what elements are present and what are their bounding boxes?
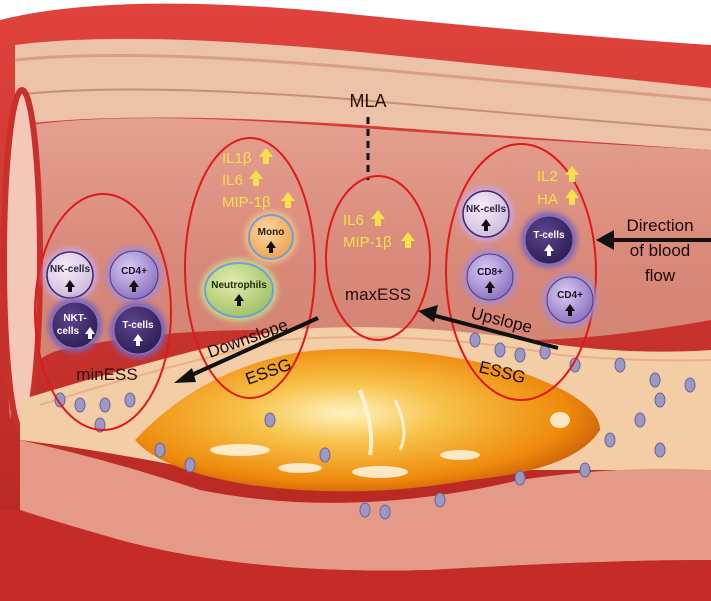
- cytokine-label: HA: [537, 191, 558, 208]
- cell-label: Mono: [258, 227, 285, 238]
- up-arrow-icon: [544, 244, 554, 256]
- cell-tcells-min: T-cells: [110, 302, 166, 358]
- cytokine-label: IL6: [343, 212, 364, 229]
- cytokine-label: IL1β: [222, 150, 252, 167]
- up-arrow-icon: [565, 166, 579, 182]
- cell-neutrophils: Neutrophils: [201, 259, 277, 321]
- max-ess-label: maxESS: [345, 285, 411, 304]
- cell-nk-up: NK-cells: [459, 187, 513, 241]
- cell-cd8-up: CD8+: [463, 250, 517, 304]
- cell-mono: Mono: [245, 211, 297, 263]
- mla-label: MLA: [349, 91, 386, 111]
- cell-nkt-min: NKT- cells: [48, 298, 102, 352]
- downslope-cytokines: IL1β IL6 MIP-1β: [222, 148, 295, 211]
- cell-label: CD4+: [557, 290, 583, 301]
- vessel-lumen: [7, 118, 711, 420]
- up-arrow-icon: [281, 192, 295, 208]
- up-arrow-icon: [266, 241, 276, 253]
- cytokine-label: MIP-1β: [222, 194, 271, 211]
- cell-label: T-cells: [533, 230, 565, 241]
- min-ess-ellipse: [34, 193, 172, 431]
- left-arrow-icon: [418, 305, 438, 322]
- cell-label: CD4+: [121, 266, 147, 277]
- downslope-ellipse: [184, 137, 316, 399]
- cell-nk-min: NK-cells: [43, 248, 97, 302]
- cell-label: NKT-: [63, 313, 86, 324]
- up-arrow-icon: [234, 294, 244, 306]
- up-arrow-icon: [565, 189, 579, 205]
- up-arrow-icon: [485, 281, 495, 293]
- up-arrow-icon: [85, 327, 95, 339]
- cytokine-label: MIP-1β: [343, 234, 392, 251]
- up-arrow-icon: [481, 219, 491, 231]
- cell-label: T-cells: [122, 320, 154, 331]
- cell-label: NK-cells: [50, 264, 90, 275]
- maxess-cytokines: IL6 MIP-1β: [343, 210, 415, 251]
- vessel-upper-layer: [15, 38, 711, 151]
- min-ess-label: minESS: [76, 365, 137, 384]
- left-arrow-icon: [174, 368, 196, 383]
- max-ess-ellipse: [325, 175, 431, 341]
- up-arrow-icon: [65, 280, 75, 292]
- cytokine-label: IL2: [537, 168, 558, 185]
- up-arrow-icon: [565, 304, 575, 316]
- cytokine-label: IL6: [222, 172, 243, 189]
- downslope-arrow: [184, 316, 319, 380]
- cell-label: Neutrophils: [211, 280, 267, 291]
- cell-label: cells: [57, 326, 80, 337]
- vessel-opening: [1, 87, 43, 433]
- up-arrow-icon: [259, 148, 273, 164]
- cell-label: CD8+: [477, 267, 503, 278]
- up-arrow-icon: [401, 232, 415, 248]
- upslope-arrow: [431, 313, 559, 350]
- upslope-cytokines: IL2 HA: [537, 166, 579, 208]
- cell-cd4-min: CD4+: [106, 247, 162, 303]
- up-arrow-icon: [133, 334, 143, 346]
- upslope-ellipse: [445, 143, 597, 401]
- plaque-crystals: [210, 389, 570, 478]
- flow-label-line-1: Direction: [626, 216, 693, 235]
- up-arrow-icon: [249, 170, 263, 186]
- foam-cells: [54, 332, 696, 520]
- cell-tcells-up: T-cells: [521, 212, 577, 268]
- up-arrow-icon: [371, 210, 385, 226]
- flow-label-line-3: flow: [645, 266, 676, 285]
- cell-cd4-up: CD4+: [543, 273, 597, 327]
- cell-label: NK-cells: [466, 204, 506, 215]
- flow-label-line-2: of blood: [630, 241, 691, 260]
- left-arrow-icon: [596, 230, 614, 250]
- up-arrow-icon: [129, 280, 139, 292]
